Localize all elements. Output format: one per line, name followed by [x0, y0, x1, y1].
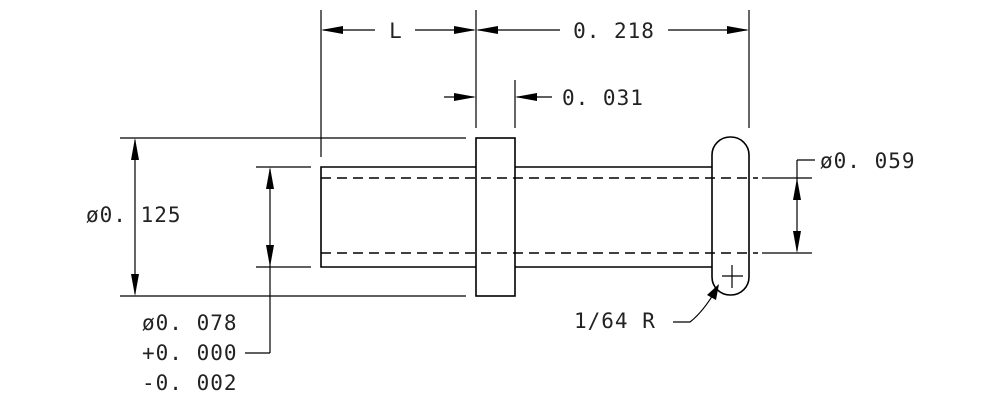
arrowhead [793, 231, 801, 253]
arrowhead [454, 26, 476, 34]
dimension-shank-diameter: ø0. 078 +0. 000 -0. 002 [142, 167, 274, 395]
dimension-head-diameter: ø0. 059 [793, 149, 916, 253]
arrowhead [454, 93, 476, 101]
dimension-flange-diameter-label: ø0. 125 [86, 203, 182, 227]
arrowhead [131, 274, 139, 296]
extension-lines [120, 10, 812, 297]
shank-outline [320, 166, 476, 268]
dimension-shank-tolerance-plus: +0. 000 [142, 341, 238, 365]
hidden-bore-lines [321, 177, 758, 254]
dimension-head-diameter-label: ø0. 059 [820, 149, 916, 173]
arrowhead [321, 26, 343, 34]
dimension-shank-diameter-label: ø0. 078 [142, 311, 238, 335]
arrowhead [266, 167, 274, 189]
arrowhead [727, 26, 749, 34]
arrowhead [793, 178, 801, 200]
dimension-l: L [321, 19, 476, 43]
head-outline [711, 136, 750, 296]
dimension-head-radius: 1/64 R [574, 284, 719, 333]
flange-outline [475, 137, 516, 297]
dimension-head-radius-label: 1/64 R [574, 309, 656, 333]
dimension-l-label: L [389, 19, 403, 43]
dimension-overall-length: 0. 218 [476, 19, 749, 43]
part-outline [320, 136, 750, 297]
arrowhead [131, 138, 139, 160]
arrowhead [707, 284, 719, 300]
dimension-flange-width-label: 0. 031 [562, 86, 644, 110]
dimension-flange-width: 0. 031 [444, 86, 644, 110]
arrowhead [266, 245, 274, 267]
dimension-flange-diameter: ø0. 125 [86, 138, 182, 296]
dimension-shank-tolerance-minus: -0. 002 [142, 371, 238, 395]
dimension-overall-length-label: 0. 218 [573, 19, 655, 43]
arrowhead [515, 93, 537, 101]
arrowhead [476, 26, 498, 34]
